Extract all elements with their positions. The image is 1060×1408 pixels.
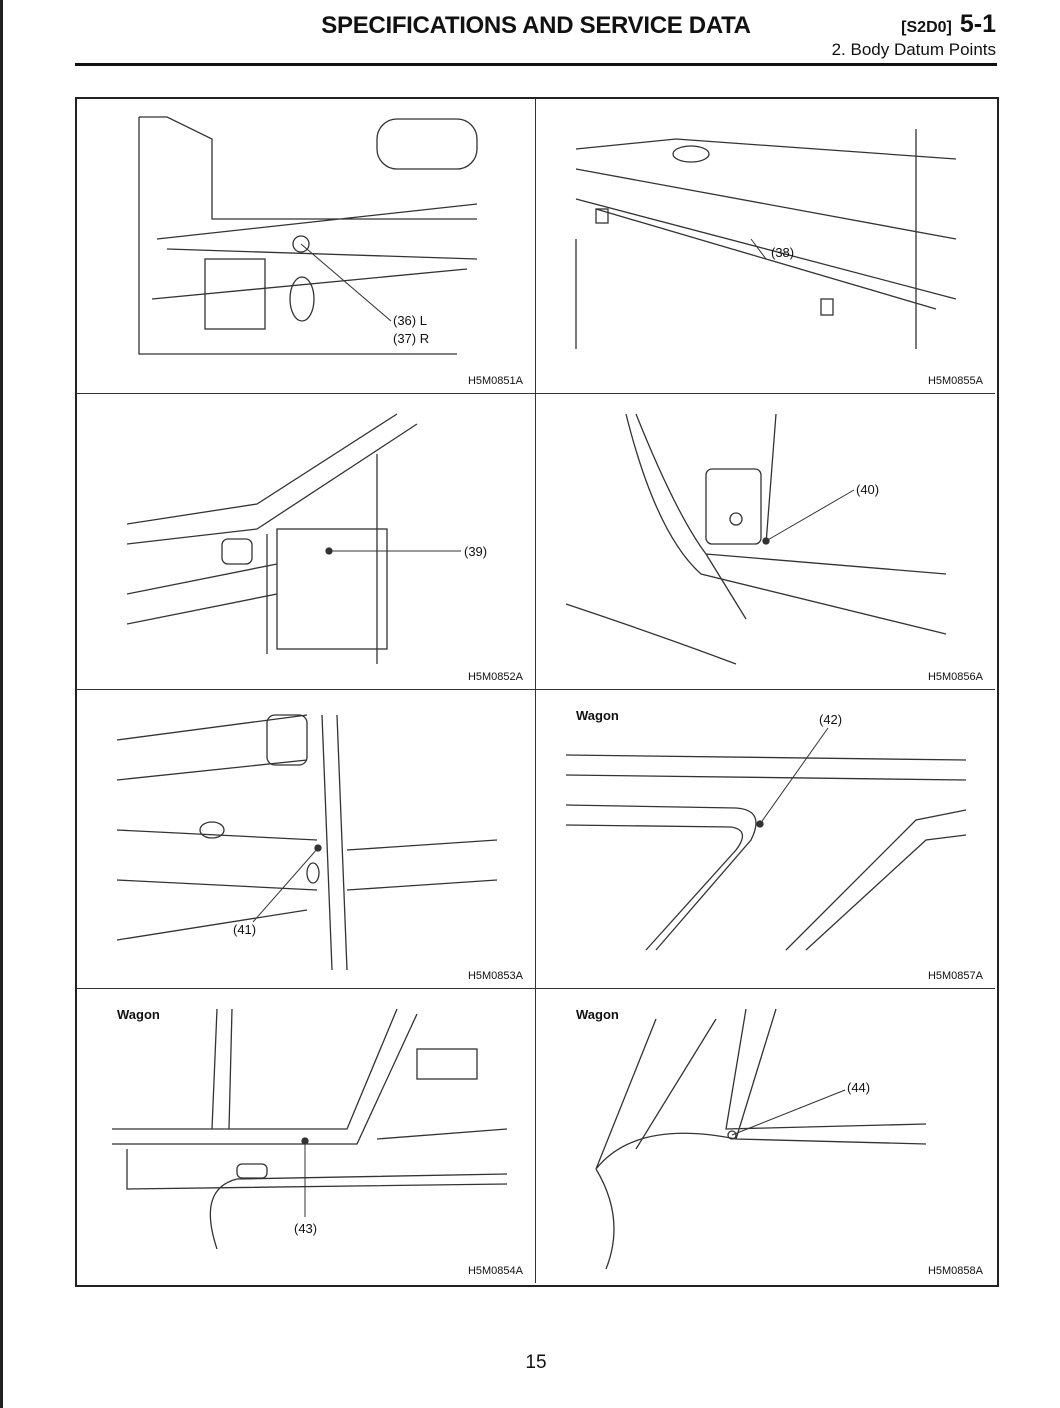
page-edge bbox=[0, 0, 3, 1408]
figure-code: H5M0856A bbox=[927, 671, 983, 683]
figure-cell: Wagon (42) H5M0857A bbox=[536, 690, 995, 989]
body-drawing bbox=[595, 1008, 927, 1270]
body-drawing bbox=[126, 413, 461, 664]
figure-code: H5M0852A bbox=[467, 671, 523, 683]
figure-cell: (40) H5M0856A bbox=[536, 394, 995, 690]
callout-39: (39) bbox=[464, 544, 488, 559]
body-drawing bbox=[138, 116, 478, 355]
callout-42: (42) bbox=[819, 712, 843, 727]
figure-code: H5M0855A bbox=[927, 375, 983, 387]
page-number: 15 bbox=[525, 1352, 547, 1373]
callout-38: (38) bbox=[771, 245, 795, 260]
callout-37: (37) R bbox=[393, 331, 430, 346]
section-code: [S2D0] 5-1 bbox=[901, 10, 996, 39]
section-code-text: [S2D0] bbox=[901, 19, 952, 36]
variant-label: Wagon bbox=[117, 1007, 160, 1022]
callout-40: (40) bbox=[856, 482, 880, 497]
body-drawing bbox=[565, 413, 947, 665]
figure-cell: (38) H5M0855A bbox=[536, 99, 995, 394]
figure-code: H5M0857A bbox=[927, 970, 983, 982]
body-drawing bbox=[575, 129, 957, 349]
figure-cell: Wagon (44) H5M0858A bbox=[536, 989, 995, 1283]
figure-cell: (41) H5M0853A bbox=[77, 690, 536, 989]
figure-cell: (39) H5M0852A bbox=[77, 394, 536, 690]
callout-44: (44) bbox=[847, 1080, 871, 1095]
callout-36: (36) L bbox=[393, 313, 427, 328]
figure-code: H5M0854A bbox=[467, 1265, 523, 1277]
figure-code: H5M0858A bbox=[927, 1265, 983, 1277]
variant-label: Wagon bbox=[576, 1007, 619, 1022]
header-rule bbox=[75, 63, 997, 66]
section-subtitle: 2. Body Datum Points bbox=[831, 40, 996, 59]
figure-code: H5M0851A bbox=[467, 375, 523, 387]
body-drawing bbox=[116, 714, 498, 971]
figure-code: H5M0853A bbox=[467, 970, 523, 982]
callout-41: (41) bbox=[233, 922, 257, 937]
figure-grid: (36) L (37) R H5M0851A (38) H5M0855A (39… bbox=[75, 97, 999, 1287]
figure-cell: (36) L (37) R H5M0851A bbox=[77, 99, 536, 394]
section-number: 5-1 bbox=[959, 10, 996, 38]
page-title: SPECIFICATIONS AND SERVICE DATA bbox=[321, 12, 751, 39]
variant-label: Wagon bbox=[576, 708, 619, 723]
body-drawing bbox=[565, 727, 967, 951]
body-drawing bbox=[112, 1008, 508, 1250]
figure-cell: Wagon (43) H5M0854A bbox=[77, 989, 536, 1283]
callout-43: (43) bbox=[294, 1221, 318, 1236]
